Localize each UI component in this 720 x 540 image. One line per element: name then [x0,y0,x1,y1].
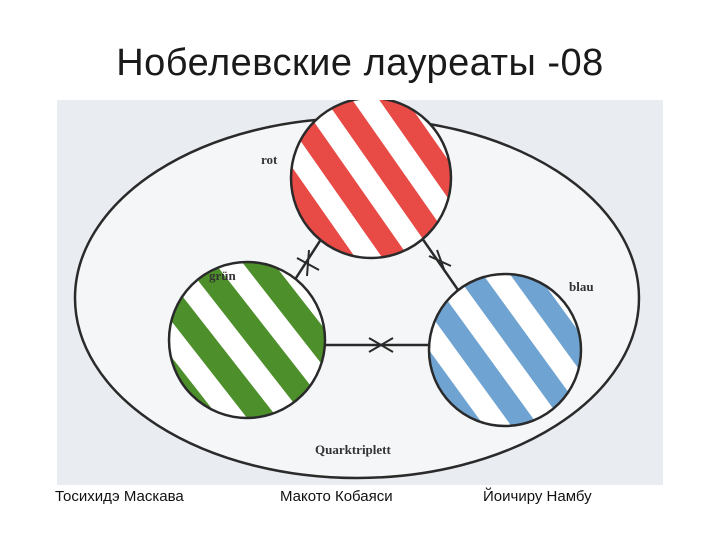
blue-quark-circle [427,272,583,428]
label-rot: rot [261,152,278,167]
laureate-name-nambu: Йоичиру Намбу [483,488,592,505]
quark-triplet-figure: rot grün blau Quarktriplett [57,100,663,485]
label-quarktriplett: Quarktriplett [315,442,391,457]
green-quark-circle [167,260,327,420]
red-quark-circle [289,100,453,260]
label-gruen: grün [209,268,237,283]
slide-title: Нобелевские лауреаты -08 [116,42,604,84]
link-cross-marks [296,249,452,353]
laureate-name-kobayashi: Макото Кобаяси [280,488,393,505]
laureate-name-maskawa: Тосихидэ Маскава [55,488,184,505]
label-blau: blau [569,279,594,294]
quark-diagram: rot grün blau Quarktriplett [57,100,663,485]
